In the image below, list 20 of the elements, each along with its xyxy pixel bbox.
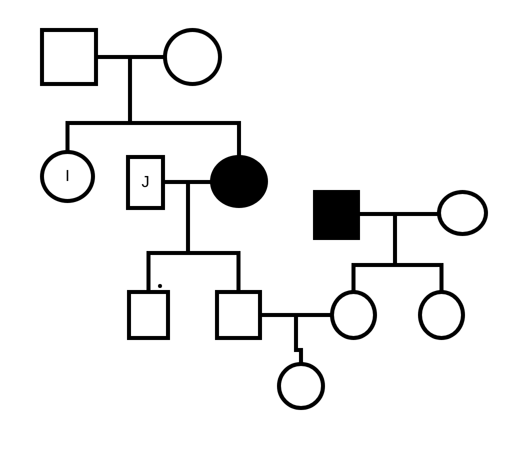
individual-label: J [142,174,150,192]
male-square [215,290,262,340]
male-square [126,155,165,210]
female-circle [277,362,325,410]
female-circle [418,290,465,340]
affected-male-square [313,190,360,240]
partnership-line [96,55,165,59]
descent-line [294,348,303,364]
descent-line [294,315,298,350]
descent-line [186,182,190,253]
female-circle [437,190,488,236]
descent-line [393,214,397,265]
partnership-line [358,212,439,216]
descent-line [128,57,132,123]
descent-line [393,263,444,292]
male-square [127,290,170,340]
partnership-line [260,313,332,317]
individual-label: I [65,168,70,186]
partnership-line [163,180,212,184]
male-square [40,28,98,86]
